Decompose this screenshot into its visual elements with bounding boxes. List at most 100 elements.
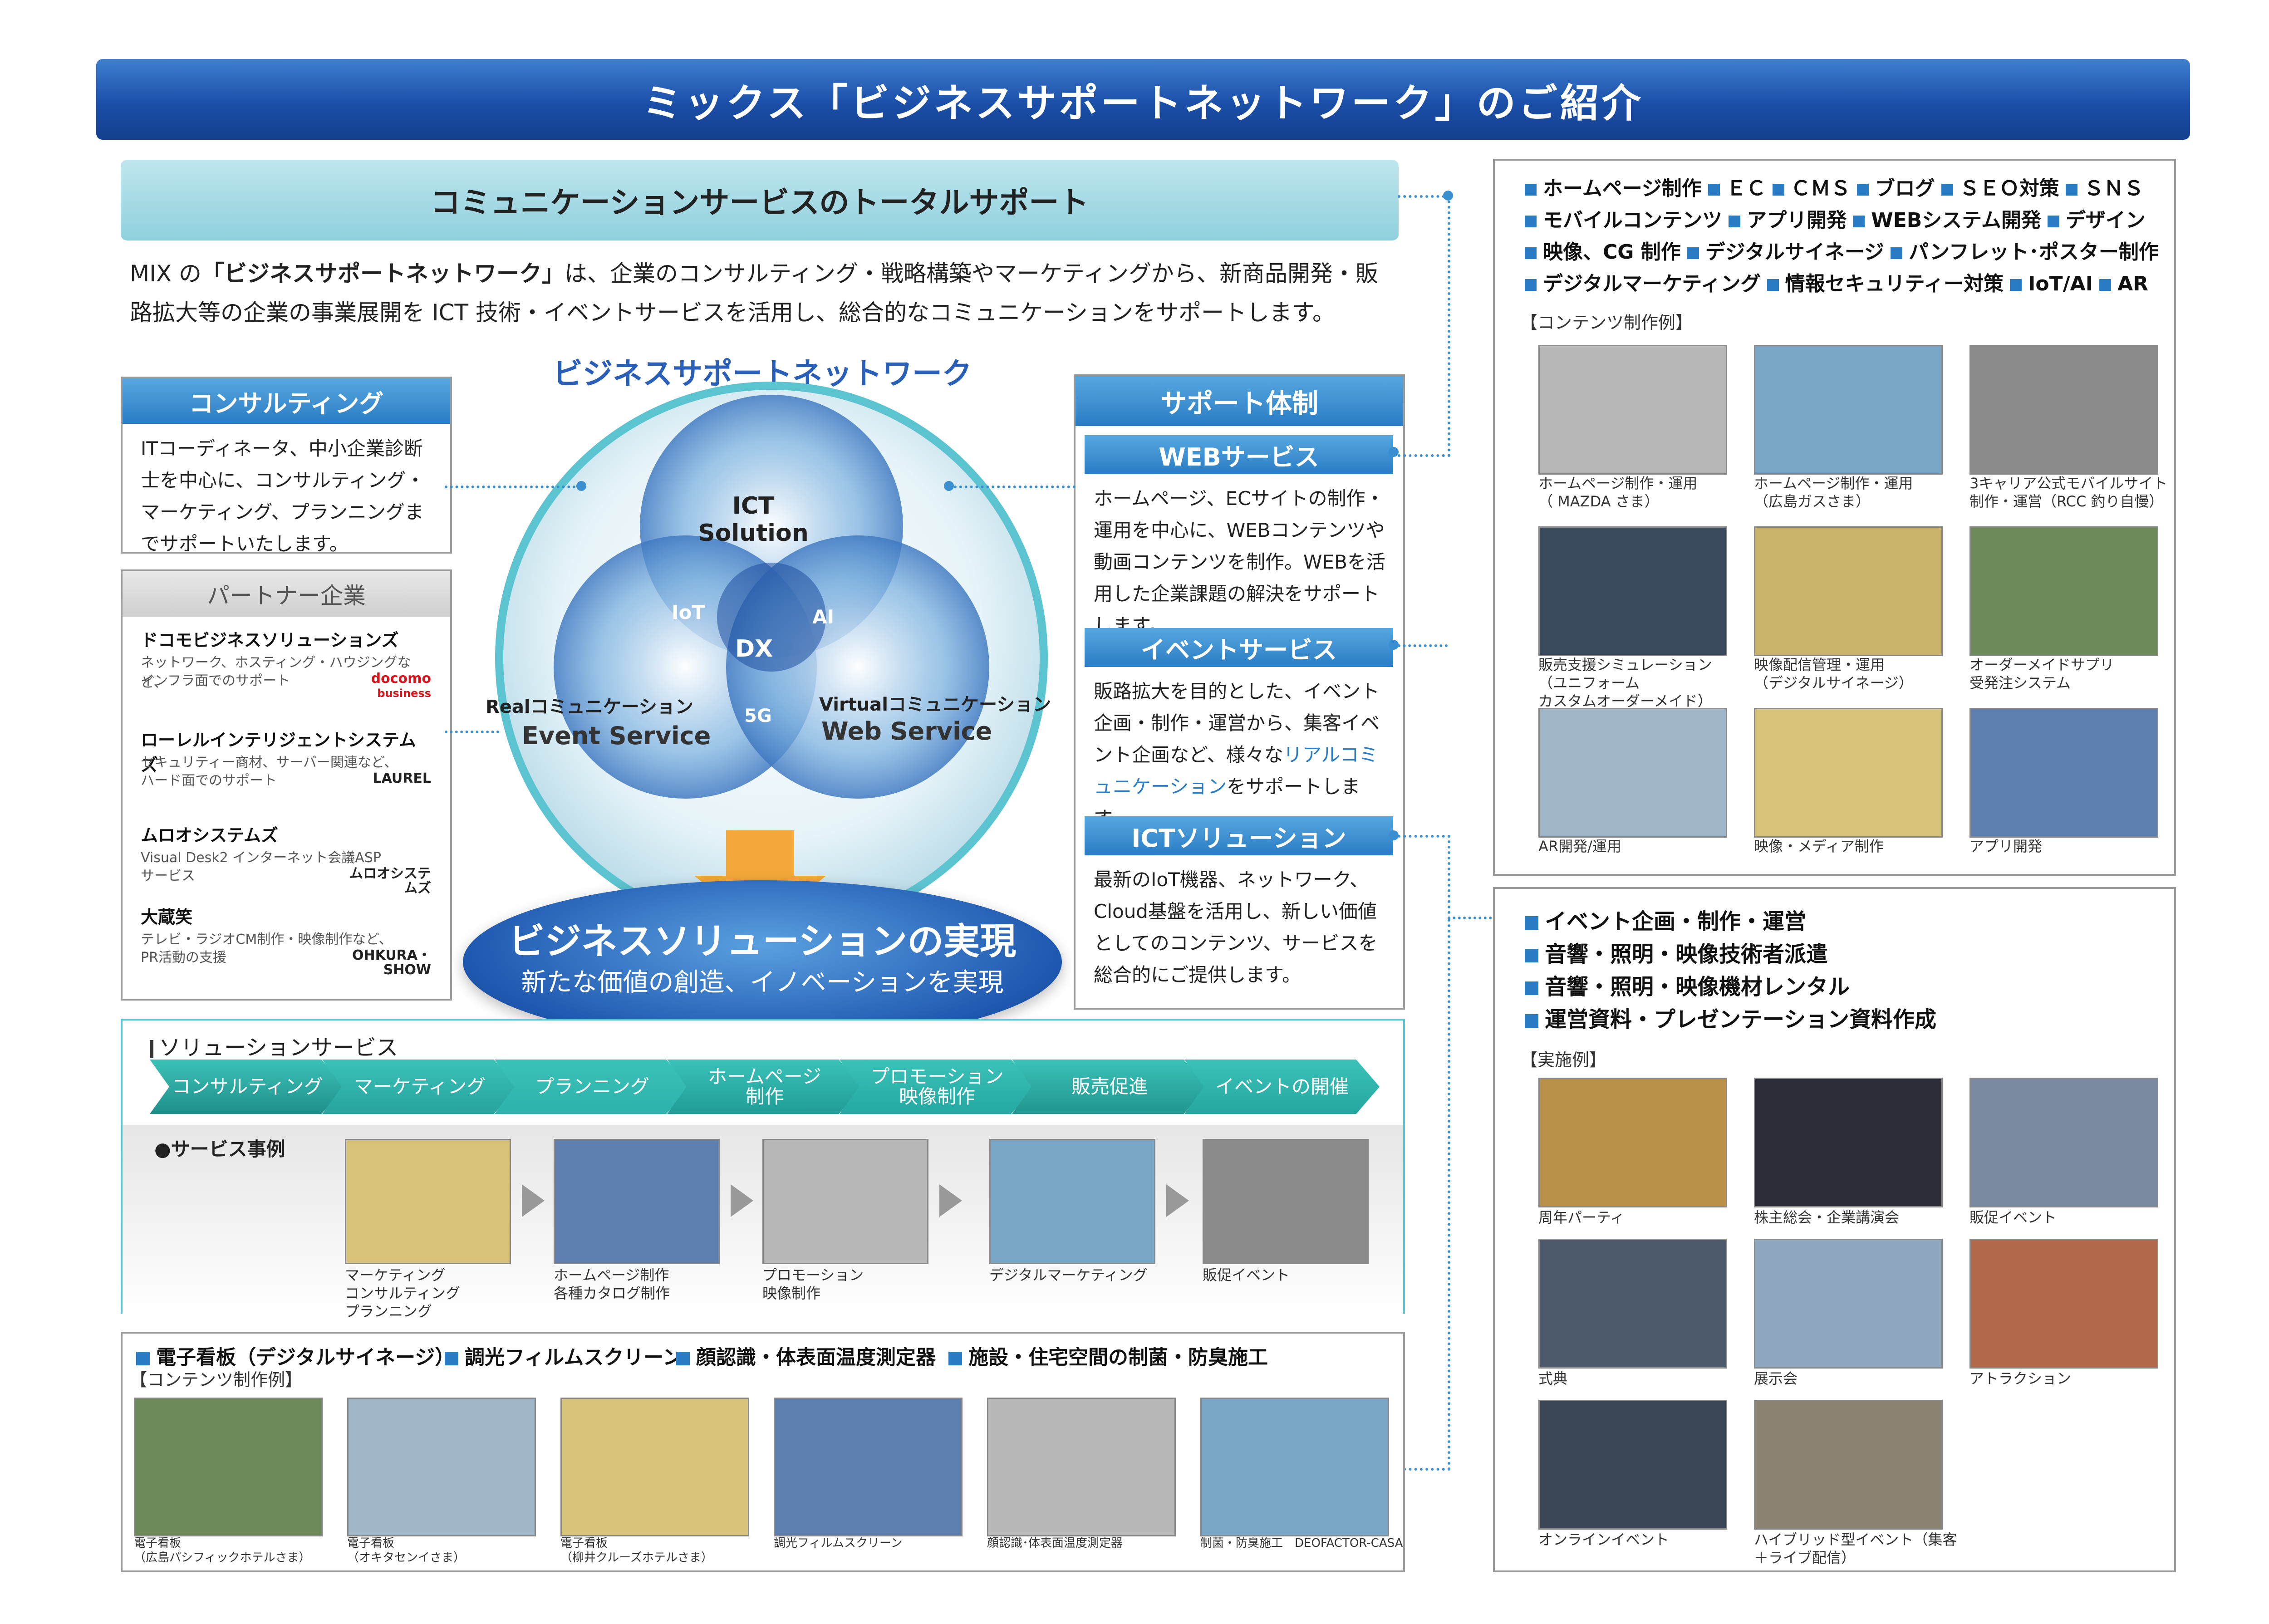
connector-dot xyxy=(1389,830,1399,840)
event-thumbnail xyxy=(1754,1239,1943,1369)
signage-thumbnail xyxy=(134,1398,323,1536)
real-communication-label: Realコミュニケーション xyxy=(486,697,693,717)
bullet-square-icon xyxy=(1525,279,1537,291)
next-arrow-icon xyxy=(731,1184,753,1217)
cases-title: ●サービス事例 xyxy=(154,1138,285,1160)
web-thumbnail xyxy=(1754,708,1943,838)
connector-dot xyxy=(1389,447,1399,457)
case-caption: デジタルマーケティング xyxy=(989,1266,1148,1284)
signage-caption: 調光フィルムスクリーン xyxy=(774,1536,903,1550)
bullet-square-icon xyxy=(1941,184,1953,196)
connector-dot xyxy=(576,481,586,491)
web-caption: オーダーメイドサプリ受発注システム xyxy=(1969,656,2114,692)
web-caption: ホームページ制作・運用（広島ガスさま） xyxy=(1754,475,1913,510)
bullet-square-icon xyxy=(676,1352,690,1365)
intro-line2: 路拡大等の企業の事業展開を ICT 技術・イベントサービスを活用し、総合的なコミ… xyxy=(130,299,1335,326)
partner-desc: ハード面でのサポート xyxy=(141,773,277,789)
partner-desc: セキュリティー商材、サーバー関連など、 xyxy=(141,755,398,770)
connector-line xyxy=(445,486,581,488)
step-arrow: イベントの開催 xyxy=(1184,1060,1380,1114)
partner-desc: PR活動の支援 xyxy=(141,950,226,966)
connector-line xyxy=(1398,919,1450,1471)
bullet-square-icon xyxy=(2047,216,2059,227)
real-communication-link[interactable]: リアルコミュニケーション xyxy=(1094,744,1378,798)
web-thumbnail xyxy=(1538,708,1727,838)
ict-solution-label: ICT Solution xyxy=(698,492,809,547)
case-caption: ホームページ制作各種カタログ制作 xyxy=(554,1266,670,1302)
bullet-square-icon xyxy=(1525,981,1538,995)
partner-box: パートナー企業 xyxy=(121,569,452,1001)
signage-thumbnail xyxy=(774,1398,963,1536)
signage-thumbnail xyxy=(347,1398,536,1536)
event-thumbnail xyxy=(1969,1239,2158,1369)
fiveg-label: 5G xyxy=(744,706,772,726)
step-label: プランニング xyxy=(535,1075,649,1098)
case-thumbnail xyxy=(554,1139,720,1264)
bullet-square-icon xyxy=(136,1352,150,1365)
case-caption: マーケティングコンサルティングプランニング xyxy=(345,1266,461,1320)
partner-name: ローレルインテリジェントシステムズ xyxy=(141,730,416,775)
event-service-body: 販路拡大を目的とした、イベント企画・制作・運営から、集客イベント企画など、様々な… xyxy=(1094,680,1380,829)
web-caption: AR開発/運用 xyxy=(1538,838,1621,855)
comm-section-title: コミュニケーションサービスのトータルサポート xyxy=(430,185,1089,220)
event-caption: 式典 xyxy=(1538,1370,1568,1387)
signage-thumbnail xyxy=(560,1398,749,1536)
partner-logo: LAUREL xyxy=(373,770,431,786)
case-thumbnail xyxy=(762,1139,928,1264)
signage-item: 電子看板（デジタルサイネージ） xyxy=(136,1341,455,1370)
step-label: ホームページ xyxy=(708,1065,821,1088)
web-caption: ホームページ制作・運用（ MAZDA さま） xyxy=(1538,475,1698,510)
solution-subtitle: 新たな価値の創造、イノベーションを実現 xyxy=(521,968,1004,997)
bullet-square-icon xyxy=(445,1352,458,1365)
web-examples-label: 【コンテンツ制作例】 xyxy=(1520,313,1693,333)
event-caption: 株主総会・企業講演会 xyxy=(1754,1209,1900,1226)
bullet-square-icon xyxy=(2065,184,2077,196)
signage-caption: 電子看板（広島パシフィックホテルさま） xyxy=(134,1536,311,1565)
connector-dot xyxy=(944,481,954,491)
event-thumbnail xyxy=(1538,1400,1727,1530)
case-thumbnail xyxy=(1203,1139,1369,1264)
solution-title: ビジネスソリューションの実現 xyxy=(508,920,1017,962)
bullet-square-icon xyxy=(1525,1014,1538,1028)
network-diagram xyxy=(495,382,1048,934)
bullet-square-icon xyxy=(1856,184,1869,196)
event-service-item: 音響・照明・映像機材レンタル xyxy=(1525,971,2160,1003)
partner-desc: Visual Desk2 インターネット会議ASP xyxy=(141,850,381,866)
partner-desc: テレビ・ラジオCM制作・映像制作など、 xyxy=(141,932,393,947)
connector-line xyxy=(1398,835,1450,919)
partner-name: ドコモビジネスソリューションズ xyxy=(141,630,399,650)
signage-examples-label: 【コンテンツ制作例】 xyxy=(130,1370,303,1390)
partner-name: ムロオシステムズ xyxy=(141,825,278,845)
partner-desc: サービス xyxy=(141,868,195,884)
event-examples-label: 【実施例】 xyxy=(1520,1050,1607,1070)
event-caption: 周年パーティ xyxy=(1538,1209,1625,1226)
step-arrow: 販売促進 xyxy=(1012,1060,1207,1114)
case-thumbnail xyxy=(989,1139,1155,1264)
event-service-tab: イベントサービス xyxy=(1085,628,1393,667)
step-label: 販売促進 xyxy=(1071,1075,1148,1098)
partner-logo: OHKURA・SHOW xyxy=(352,947,431,978)
web-service-row: 映像、CG 制作デジタルサイネージパンフレット･ポスター制作 xyxy=(1525,236,2169,269)
bullet-square-icon xyxy=(1525,949,1538,962)
web-thumbnail xyxy=(1754,526,1943,656)
connector-line xyxy=(1398,195,1450,457)
step-label: イベントの開催 xyxy=(1215,1075,1349,1098)
step-label-sub: 制作 xyxy=(745,1085,784,1108)
bullet-square-icon xyxy=(1772,184,1784,196)
signage-item: 調光フィルムスクリーン xyxy=(445,1341,683,1370)
signage-caption: 顔認識･体表面温度測定器 xyxy=(987,1536,1123,1550)
step-arrow: マーケティング xyxy=(322,1060,517,1114)
bullet-square-icon xyxy=(948,1352,962,1365)
signage-item: 施設・住宅空間の制菌・防臭施工 xyxy=(948,1341,1268,1370)
comm-section-header: コミュニケーションサービスのトータルサポート xyxy=(121,160,1399,240)
bullet-square-icon xyxy=(1767,279,1779,291)
connector-line xyxy=(1448,917,1502,919)
bullet-square-icon xyxy=(1525,247,1537,259)
event-caption: ハイブリッド型イベント（集客＋ライブ配信） xyxy=(1754,1531,1957,1566)
web-thumbnail xyxy=(1538,345,1727,475)
consulting-title: コンサルティング xyxy=(123,378,450,424)
event-caption: 展示会 xyxy=(1754,1370,1798,1387)
